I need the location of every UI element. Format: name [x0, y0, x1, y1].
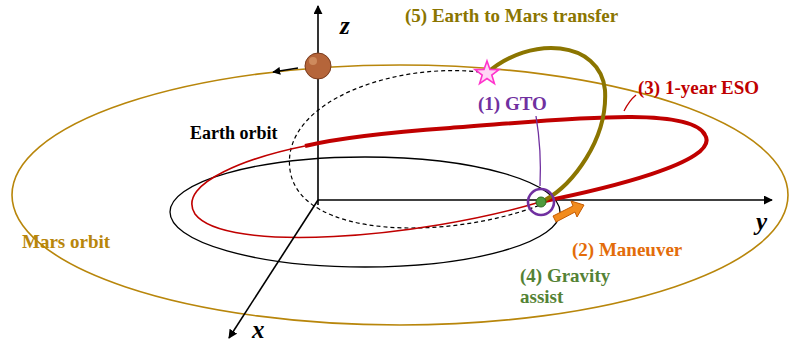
step-label: (2) Maneuver: [572, 240, 682, 261]
transfer-arc: [487, 48, 605, 200]
step-label: (4) Gravity assist: [520, 266, 620, 308]
step-label: (5) Earth to Mars transfer: [405, 6, 618, 27]
orbit-label: Mars orbit: [22, 232, 110, 253]
orbit-label: Earth orbit: [190, 124, 278, 144]
earth-spacecraft: [536, 197, 546, 207]
step-label: (1) GTO: [478, 94, 547, 115]
axis-label: y: [756, 208, 767, 236]
mars-motion-arrow: [273, 68, 298, 72]
eso-orbit-thick: [305, 117, 707, 202]
axis-label: z: [340, 12, 350, 40]
axis-label: x: [252, 316, 265, 344]
eso-leader: [624, 95, 636, 111]
mars-planet: [305, 53, 331, 79]
step-label: (3) 1-year ESO: [638, 78, 759, 99]
z-axis: [317, 6, 319, 205]
gto-orbit: [528, 189, 554, 215]
x-axis: [229, 200, 318, 338]
maneuver-arrow: [553, 201, 584, 222]
mars-shade: [309, 57, 317, 65]
gto-leader: [536, 116, 540, 186]
eso-orbit-thin: [192, 146, 540, 237]
mars-orbit: [12, 65, 788, 325]
arrival-star: [475, 61, 499, 84]
